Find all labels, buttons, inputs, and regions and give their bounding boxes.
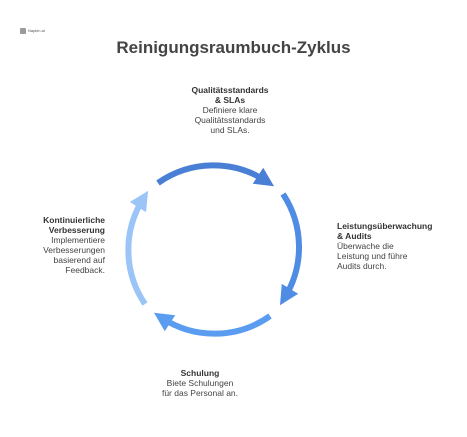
step-continuous-improvement-desc-line4: Feedback. (65, 265, 105, 275)
arrow-right (280, 192, 302, 306)
step-quality-standards: Qualitätsstandards & SLAs Definiere klar… (155, 85, 305, 135)
step-training: Schulung Biete Schulungen für das Person… (130, 368, 270, 398)
step-quality-standards-desc-line1: Definiere klare (202, 105, 258, 115)
step-training-title-line1: Schulung (180, 368, 220, 378)
arrow-top (156, 162, 275, 187)
step-continuous-improvement: Kontinuierliche Verbesserung Implementie… (5, 215, 105, 275)
step-quality-standards-desc-line2: Qualitätsstandards (194, 115, 266, 125)
diagram-title: Reinigungsraumbuch-Zyklus (116, 38, 351, 57)
step-performance-monitoring: Leistungsüberwachung & Audits Überwache … (337, 221, 457, 271)
step-quality-standards-desc-line3: und SLAs. (210, 125, 250, 135)
logo-icon (20, 27, 26, 34)
arrow-bottom (153, 312, 272, 337)
step-performance-monitoring-desc-line1: Überwache die (337, 241, 394, 251)
step-continuous-improvement-title-line1: Kontinuierliche (43, 215, 105, 225)
step-continuous-improvement-desc-line1: Implementiere (51, 235, 105, 245)
logo-text: Napkin.ai (28, 27, 45, 33)
step-performance-monitoring-title-line2: & Audits (337, 231, 372, 241)
step-continuous-improvement-desc-line3: basierend auf (53, 255, 105, 265)
arrow-left (125, 190, 149, 306)
step-quality-standards-title-line2: & SLAs (214, 95, 246, 105)
logo: Napkin.ai (20, 27, 50, 34)
step-training-desc-line1: Biete Schulungen (166, 378, 234, 388)
step-quality-standards-title-line1: Qualitätsstandards (191, 85, 269, 95)
step-performance-monitoring-desc-line2: Leistung und führe (337, 251, 408, 261)
step-training-desc-line2: für das Personal an. (161, 388, 239, 398)
step-performance-monitoring-desc-line3: Audits durch. (337, 261, 387, 271)
step-continuous-improvement-title-line2: Verbesserung (48, 225, 105, 235)
step-continuous-improvement-desc-line2: Verbesserungen (43, 245, 105, 255)
step-performance-monitoring-title-line1: Leistungsüberwachung (337, 221, 433, 231)
